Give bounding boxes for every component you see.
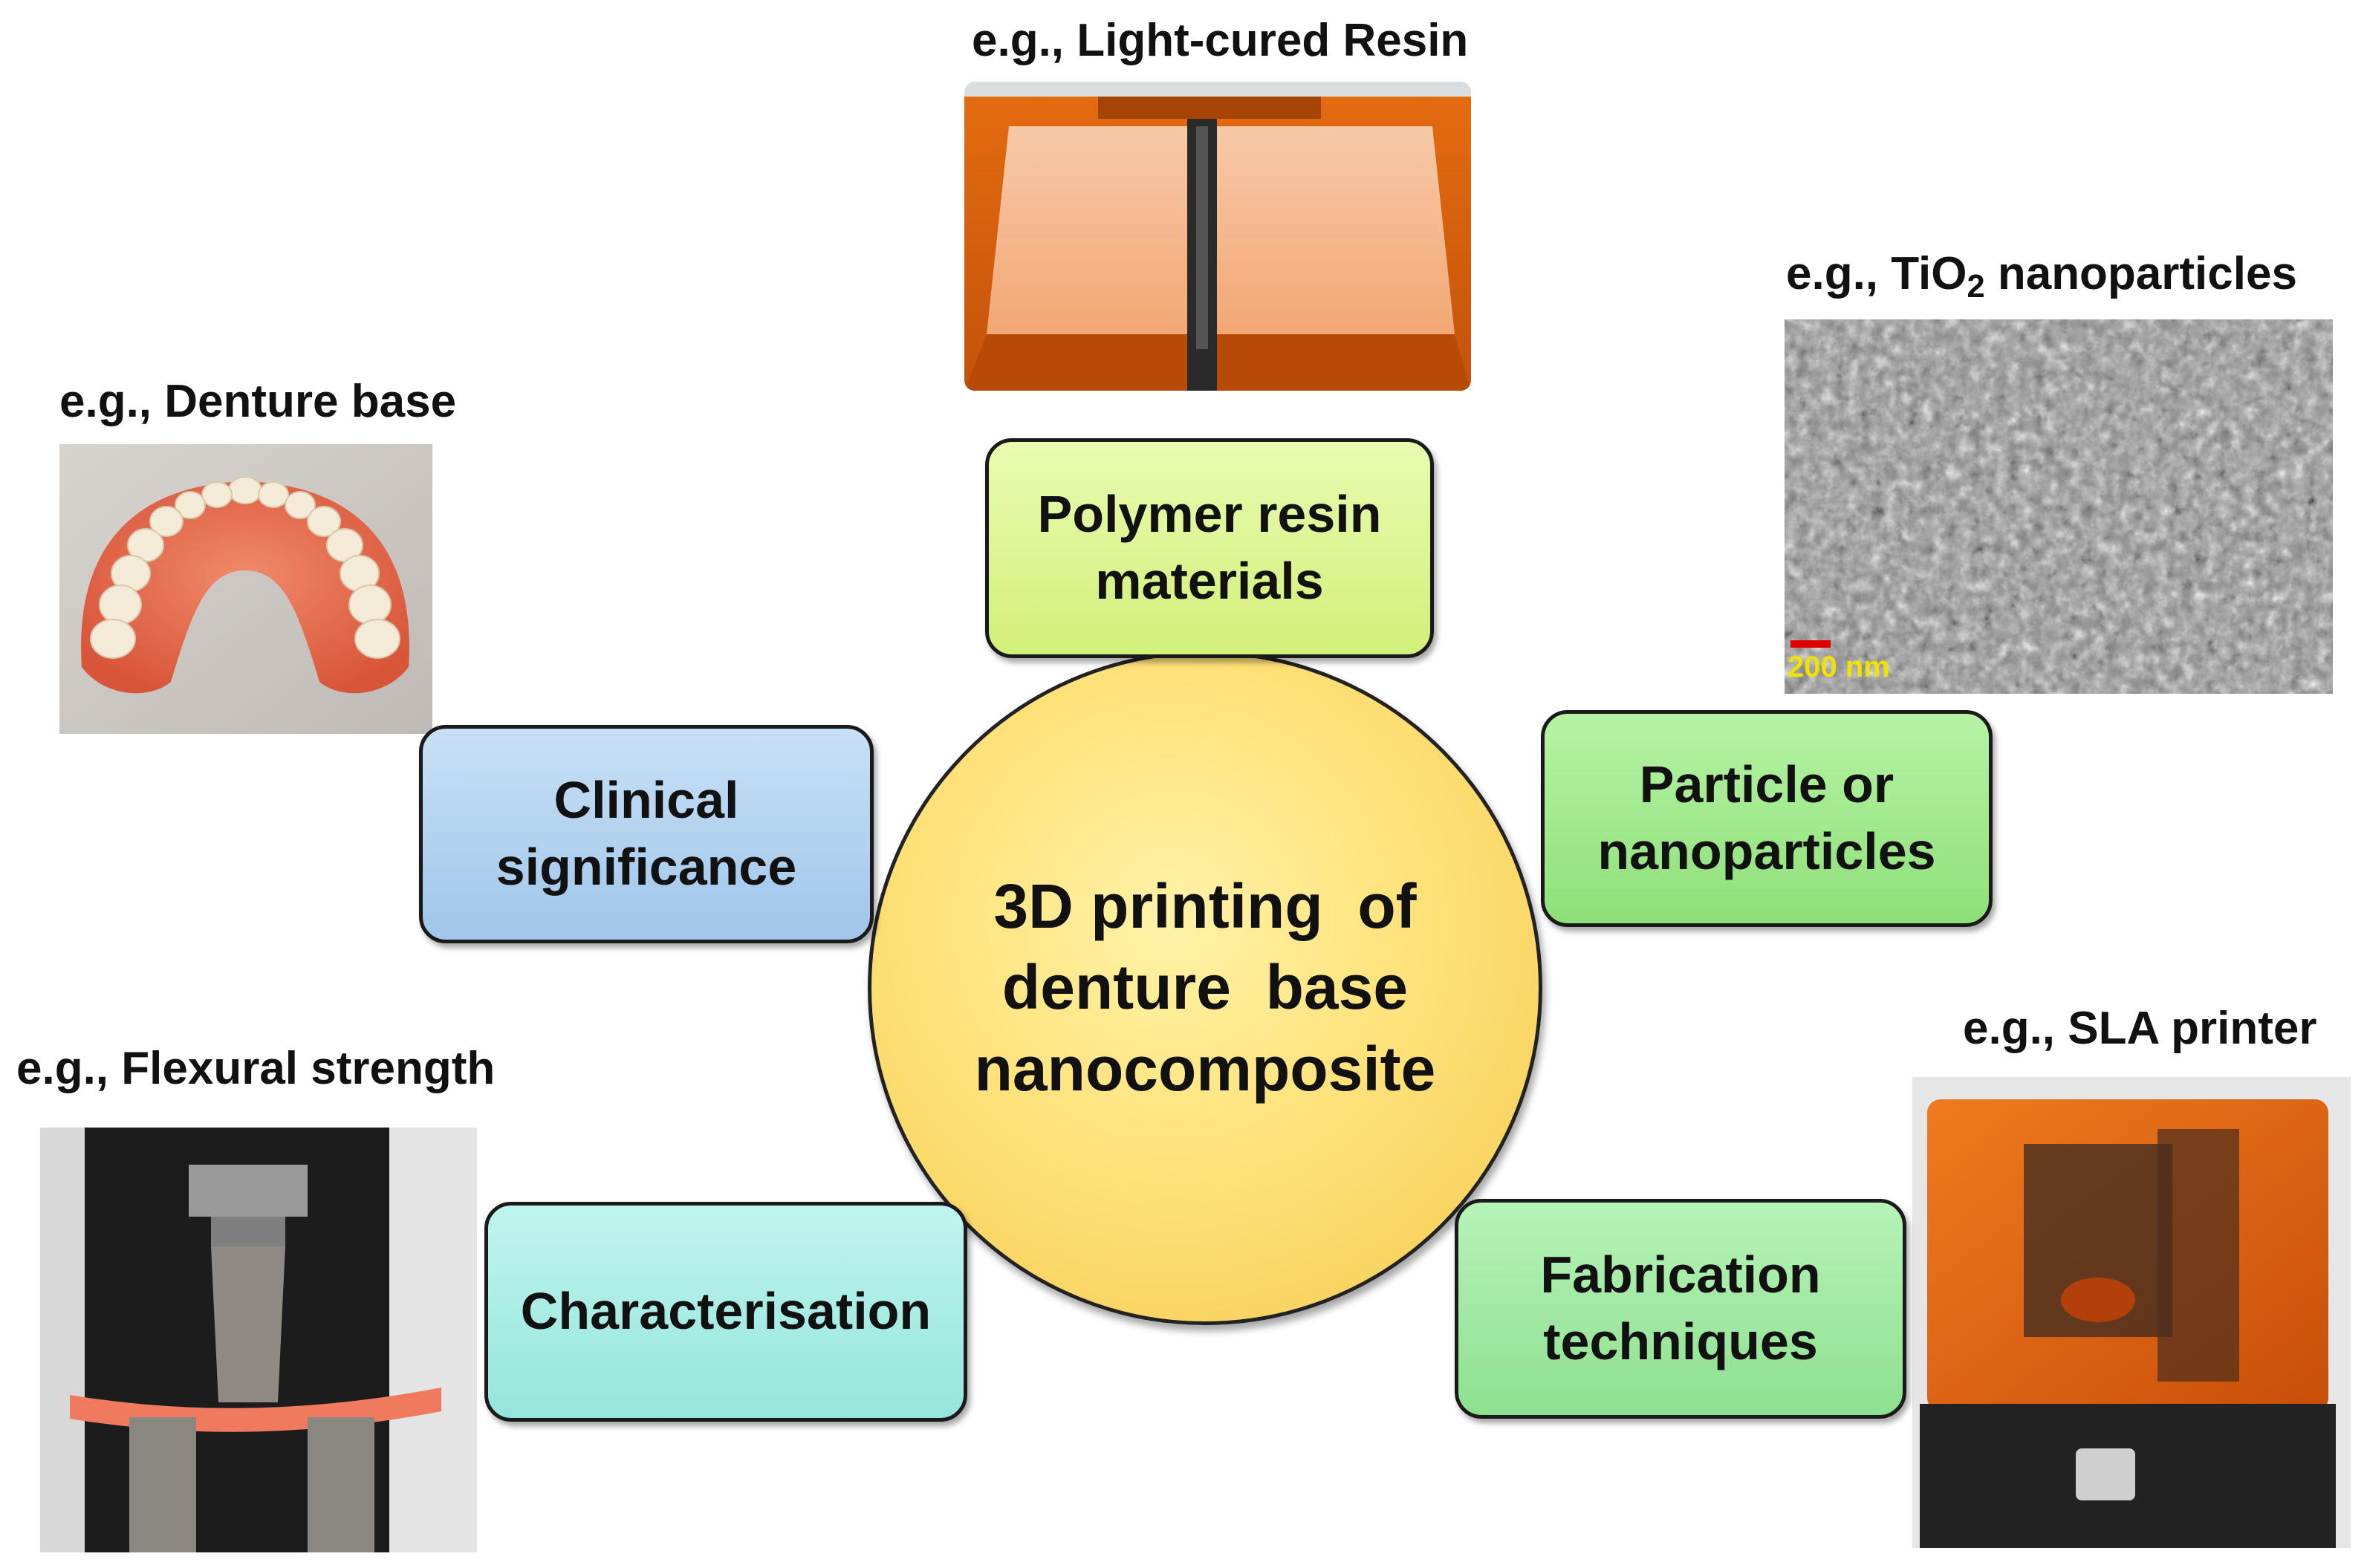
clinical-line-1: Clinical <box>553 771 739 830</box>
denture-photo <box>59 444 432 734</box>
clinical-box: Clinical significance <box>419 725 874 943</box>
characterisation-box: Characterisation <box>484 1202 967 1422</box>
particle-box: Particle or nanoparticles <box>1541 710 1993 927</box>
caption-tio2-nanoparticles: e.g., TiO2 nanoparticles <box>1786 251 2297 303</box>
caption-tio2-suffix: nanoparticles <box>1984 248 2297 299</box>
sla-printer-photo <box>1912 1077 2351 1548</box>
caption-flexural-strength: e.g., Flexural strength <box>16 1043 496 1094</box>
caption-light-cured-resin: e.g., Light-cured Resin <box>972 15 1469 66</box>
caption-sla-printer: e.g., SLA printer <box>1963 1003 2317 1054</box>
caption-tio2-prefix: e.g., TiO <box>1786 248 1967 299</box>
caption-tio2-subscript: 2 <box>1967 268 1985 305</box>
characterisation-label: Characterisation <box>520 1282 932 1341</box>
resin-tank-photo <box>964 82 1471 391</box>
clinical-line-2: significance <box>496 838 797 896</box>
particle-line-2: nanoparticles <box>1597 822 1936 880</box>
sem-scale-label: 200 nm <box>1788 651 1890 683</box>
sem-micrograph: 200 nm <box>1785 319 2333 694</box>
central-topic-line-2: denture base <box>1001 952 1409 1023</box>
polymer-resin-box: Polymer resin materials <box>985 438 1434 658</box>
particle-line-1: Particle or <box>1639 755 1894 814</box>
central-topic-line-1: 3D printing of <box>993 871 1417 942</box>
flexural-test-photo <box>40 1128 477 1552</box>
caption-denture-base: e.g., Denture base <box>59 376 457 427</box>
central-topic-line-3: nanocomposite <box>974 1033 1436 1104</box>
central-topic-circle: 3D printing of denture base nanocomposit… <box>868 651 1542 1325</box>
fabrication-line-2: techniques <box>1543 1312 1818 1370</box>
fabrication-box: Fabrication techniques <box>1455 1199 1906 1419</box>
polymer-resin-line-1: Polymer resin <box>1037 485 1382 544</box>
fabrication-line-1: Fabrication <box>1540 1246 1821 1304</box>
polymer-resin-line-2: materials <box>1095 552 1324 610</box>
